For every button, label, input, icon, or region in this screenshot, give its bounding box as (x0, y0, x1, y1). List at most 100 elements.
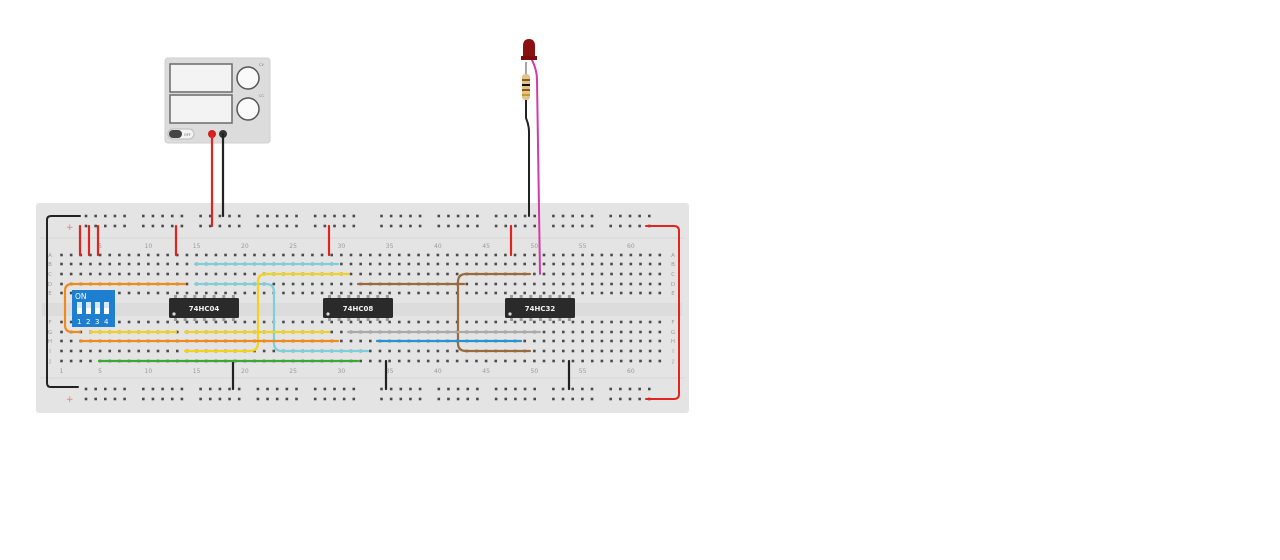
rail-hole[interactable] (561, 397, 565, 401)
hole[interactable] (639, 291, 642, 295)
hole[interactable] (571, 330, 575, 334)
rail-hole[interactable] (418, 387, 422, 391)
hole[interactable] (108, 349, 112, 353)
voltage-knob[interactable] (236, 66, 260, 90)
hole[interactable] (484, 262, 488, 266)
hole[interactable] (369, 272, 372, 276)
hole[interactable] (523, 262, 526, 266)
rail-hole[interactable] (323, 397, 327, 401)
rail-hole[interactable] (94, 387, 97, 391)
hole[interactable] (407, 253, 411, 257)
rail-hole[interactable] (514, 397, 517, 401)
hole[interactable] (465, 320, 469, 324)
rail-hole[interactable] (161, 397, 164, 401)
hole[interactable] (359, 359, 362, 363)
hole[interactable] (349, 339, 353, 343)
hole[interactable] (195, 272, 198, 276)
hole[interactable] (69, 349, 73, 353)
chip-74hc08[interactable]: 74HC08 (323, 295, 393, 321)
hole[interactable] (552, 272, 555, 276)
hole[interactable] (60, 282, 63, 286)
hole[interactable] (233, 272, 237, 276)
rail-hole[interactable] (504, 224, 508, 228)
hole[interactable] (590, 359, 594, 363)
rail-hole[interactable] (638, 397, 641, 401)
hole[interactable] (658, 253, 662, 257)
hole[interactable] (359, 262, 362, 266)
hole[interactable] (340, 262, 343, 266)
rail-hole[interactable] (199, 397, 202, 401)
hole[interactable] (156, 349, 160, 353)
hole[interactable] (590, 339, 594, 343)
hole[interactable] (571, 339, 575, 343)
hole[interactable] (581, 339, 584, 343)
rail-hole[interactable] (648, 387, 651, 391)
hole[interactable] (311, 253, 314, 257)
rail-hole[interactable] (456, 397, 460, 401)
hole[interactable] (407, 349, 411, 353)
hole[interactable] (282, 291, 285, 295)
hole[interactable] (69, 262, 73, 266)
hole[interactable] (523, 282, 526, 286)
hole[interactable] (552, 291, 555, 295)
hole[interactable] (311, 282, 314, 286)
rail-hole[interactable] (476, 387, 479, 391)
hole[interactable] (610, 291, 613, 295)
hole[interactable] (60, 291, 63, 295)
hole[interactable] (600, 262, 604, 266)
hole[interactable] (204, 272, 208, 276)
rail-hole[interactable] (295, 224, 298, 228)
hole[interactable] (436, 262, 440, 266)
rail-hole[interactable] (437, 214, 441, 218)
hole[interactable] (465, 291, 469, 295)
hole[interactable] (243, 272, 247, 276)
rail-hole[interactable] (552, 397, 555, 401)
hole[interactable] (475, 359, 478, 363)
rail-hole[interactable] (285, 214, 289, 218)
rail-hole[interactable] (342, 224, 346, 228)
rail-hole[interactable] (218, 387, 222, 391)
rail-hole[interactable] (228, 214, 231, 218)
rail-hole[interactable] (256, 397, 260, 401)
hole[interactable] (330, 253, 333, 257)
hole[interactable] (369, 339, 372, 343)
hole[interactable] (60, 339, 63, 343)
hole[interactable] (494, 262, 498, 266)
hole[interactable] (426, 359, 430, 363)
hole[interactable] (127, 253, 131, 257)
hole[interactable] (417, 320, 420, 324)
hole[interactable] (610, 253, 613, 257)
hole[interactable] (397, 262, 401, 266)
rail-hole[interactable] (523, 224, 527, 228)
hole[interactable] (137, 291, 140, 295)
hole[interactable] (301, 320, 305, 324)
hole[interactable] (378, 291, 382, 295)
rail-hole[interactable] (380, 387, 383, 391)
hole[interactable] (253, 291, 256, 295)
rail-hole[interactable] (409, 397, 412, 401)
rail-hole[interactable] (352, 387, 356, 391)
hole[interactable] (484, 359, 488, 363)
hole[interactable] (648, 359, 652, 363)
rail-hole[interactable] (142, 397, 145, 401)
hole[interactable] (571, 272, 575, 276)
hole[interactable] (542, 359, 546, 363)
rail-hole[interactable] (295, 387, 298, 391)
rail-hole[interactable] (581, 397, 584, 401)
rail-hole[interactable] (180, 397, 184, 401)
hole[interactable] (571, 349, 575, 353)
hole[interactable] (60, 349, 63, 353)
hole[interactable] (156, 272, 160, 276)
hole[interactable] (369, 262, 372, 266)
hole[interactable] (214, 272, 218, 276)
hole[interactable] (60, 262, 63, 266)
hole[interactable] (176, 272, 179, 276)
hole[interactable] (156, 291, 160, 295)
rail-hole[interactable] (228, 224, 231, 228)
hole[interactable] (639, 253, 642, 257)
rail-hole[interactable] (275, 387, 279, 391)
hole[interactable] (137, 262, 140, 266)
rail-hole[interactable] (466, 387, 470, 391)
hole[interactable] (282, 320, 285, 324)
rail-hole[interactable] (123, 387, 126, 391)
